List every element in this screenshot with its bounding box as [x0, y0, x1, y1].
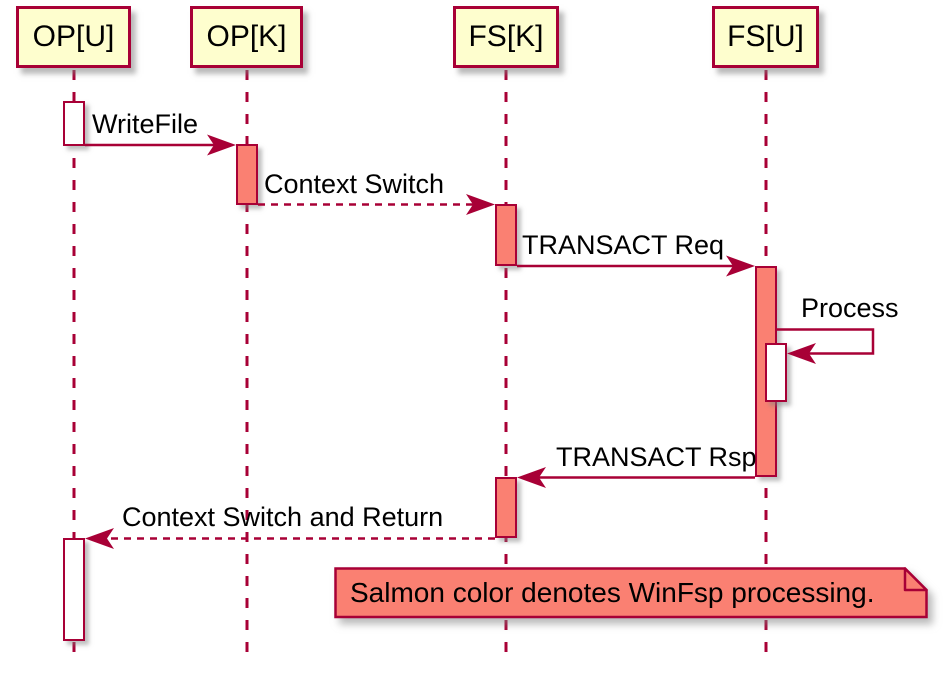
activation-fs-k-response: [495, 477, 517, 538]
note: Salmon color denotes WinFsp processing.: [334, 567, 934, 625]
activation-op-u-return: [63, 538, 85, 641]
activation-fs-u-process: [765, 343, 787, 402]
note-text: Salmon color denotes WinFsp processing.: [350, 576, 875, 608]
participant-label-fs-u: FS[U]: [727, 20, 804, 53]
arrowhead-writefile: [207, 134, 236, 156]
participant-box-fs-k: FS[K]: [453, 6, 559, 68]
note-body: [334, 567, 928, 619]
participant-label-op-u: OP[U]: [32, 20, 115, 53]
arrowhead-transact-req: [726, 255, 755, 277]
participant-box-fs-u: FS[U]: [712, 6, 819, 68]
message-label-transact-req: TRANSACT Req: [522, 230, 725, 260]
activation-fs-k-request: [495, 204, 517, 266]
message-line-process-self: [777, 328, 875, 355]
participant-box-op-u: OP[U]: [16, 6, 131, 68]
activation-op-u-writefile: [63, 101, 85, 146]
message-label-context-switch: Context Switch: [264, 169, 445, 199]
arrowhead-context-switch-return: [85, 528, 114, 549]
note-fold-corner: [903, 567, 928, 592]
message-label-context-switch-return: Context Switch and Return: [122, 502, 444, 532]
participant-label-op-k: OP[K]: [206, 20, 287, 53]
participant-label-fs-k: FS[K]: [468, 20, 544, 53]
note-shape: [334, 567, 928, 619]
message-label-process: Process: [801, 293, 899, 323]
message-label-writefile: WriteFile: [92, 109, 199, 139]
activation-op-k: [236, 144, 258, 205]
message-label-transact-rsp: TRANSACT Rsp: [556, 442, 757, 472]
arrowhead-context-switch: [466, 194, 495, 215]
arrowhead-process: [787, 343, 816, 364]
arrowhead-transact-rsp: [517, 467, 546, 488]
participant-box-op-k: OP[K]: [190, 6, 303, 68]
